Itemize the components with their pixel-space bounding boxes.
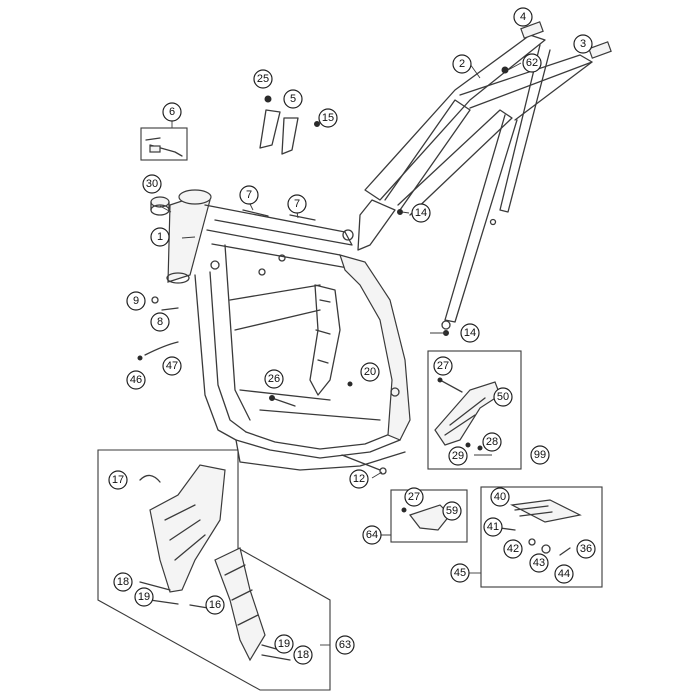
svg-text:19: 19 [138, 591, 150, 603]
callout-29: 29 [448, 446, 468, 466]
callout-25: 25 [253, 69, 273, 89]
callout-7-a: 7 [239, 185, 259, 205]
svg-text:40: 40 [494, 491, 506, 503]
callout-26: 26 [264, 369, 284, 389]
main-frame-drawing [166, 189, 411, 471]
svg-text:25: 25 [257, 73, 269, 85]
svg-text:27: 27 [437, 360, 449, 372]
callout-8: 8 [150, 312, 170, 332]
svg-text:64: 64 [366, 529, 378, 541]
svg-text:17: 17 [112, 474, 124, 486]
frame-protector-group [97, 449, 331, 691]
svg-text:4: 4 [520, 11, 526, 23]
svg-text:20: 20 [364, 366, 376, 378]
callout-19-b: 19 [274, 634, 294, 654]
svg-text:99: 99 [534, 449, 546, 461]
svg-text:43: 43 [533, 557, 545, 569]
svg-text:42: 42 [507, 543, 519, 555]
callout-14-a: 14 [411, 203, 431, 223]
callout-59: 59 [442, 501, 462, 521]
callout-5: 5 [283, 89, 303, 109]
svg-text:41: 41 [487, 521, 499, 533]
callout-6: 6 [162, 102, 182, 122]
callout-27-a: 27 [433, 356, 453, 376]
svg-text:44: 44 [558, 568, 570, 580]
subframe-drawing [357, 21, 612, 330]
callout-1: 1 [150, 227, 170, 247]
svg-text:46: 46 [130, 374, 142, 386]
callout-45: 45 [450, 563, 470, 583]
svg-text:26: 26 [268, 373, 280, 385]
callout-99: 99 [530, 445, 550, 465]
svg-text:8: 8 [157, 316, 163, 328]
callout-63: 63 [335, 635, 355, 655]
svg-text:36: 36 [580, 543, 592, 555]
callout-64: 64 [362, 525, 382, 545]
callout-40: 40 [490, 487, 510, 507]
small-hardware [137, 95, 449, 475]
callout-18-a: 18 [113, 572, 133, 592]
svg-text:62: 62 [526, 57, 538, 69]
svg-text:63: 63 [339, 639, 351, 651]
svg-text:59: 59 [446, 505, 458, 517]
callout-19-a: 19 [134, 587, 154, 607]
callout-12: 12 [349, 469, 369, 489]
svg-text:50: 50 [497, 391, 509, 403]
svg-text:14: 14 [464, 327, 476, 339]
svg-text:47: 47 [166, 360, 178, 372]
callout-20: 20 [360, 362, 380, 382]
svg-text:15: 15 [322, 112, 334, 124]
callout-2: 2 [452, 54, 472, 74]
svg-text:19: 19 [278, 638, 290, 650]
footrest-group [480, 486, 603, 588]
svg-text:2: 2 [459, 58, 465, 70]
callout-62: 62 [522, 53, 542, 73]
callout-17: 17 [108, 470, 128, 490]
svg-text:7: 7 [294, 198, 300, 210]
chain-guide-group [427, 350, 522, 470]
svg-text:7: 7 [246, 189, 252, 201]
svg-text:28: 28 [486, 436, 498, 448]
callout-46: 46 [126, 370, 146, 390]
svg-text:6: 6 [169, 106, 175, 118]
callout-44: 44 [554, 564, 574, 584]
callout-16: 16 [205, 595, 225, 615]
callout-42: 42 [503, 539, 523, 559]
callout-41: 41 [483, 517, 503, 537]
svg-text:30: 30 [146, 178, 158, 190]
callout-3: 3 [573, 34, 593, 54]
svg-text:45: 45 [454, 567, 466, 579]
callout-18-b: 18 [293, 645, 313, 665]
svg-text:29: 29 [452, 450, 464, 462]
svg-text:18: 18 [117, 576, 129, 588]
callout-15: 15 [318, 108, 338, 128]
callout-27-b: 27 [404, 487, 424, 507]
callout-9: 9 [126, 291, 146, 311]
callout-14-b: 14 [460, 323, 480, 343]
callout-47: 47 [162, 356, 182, 376]
svg-text:14: 14 [415, 207, 427, 219]
callout-43: 43 [529, 553, 549, 573]
callout-28: 28 [482, 432, 502, 452]
callout-7-b: 7 [287, 194, 307, 214]
svg-text:5: 5 [290, 93, 296, 105]
svg-text:18: 18 [297, 649, 309, 661]
leader-lines [159, 62, 522, 646]
bracket-64-group [390, 489, 468, 543]
callout-50: 50 [493, 387, 513, 407]
svg-text:9: 9 [133, 295, 139, 307]
callout-30: 30 [142, 174, 162, 194]
svg-text:16: 16 [209, 599, 221, 611]
svg-text:1: 1 [157, 231, 163, 243]
callout-36: 36 [576, 539, 596, 559]
svg-text:27: 27 [408, 491, 420, 503]
svg-text:3: 3 [580, 38, 586, 50]
svg-text:12: 12 [353, 473, 365, 485]
callout-4: 4 [513, 7, 533, 27]
